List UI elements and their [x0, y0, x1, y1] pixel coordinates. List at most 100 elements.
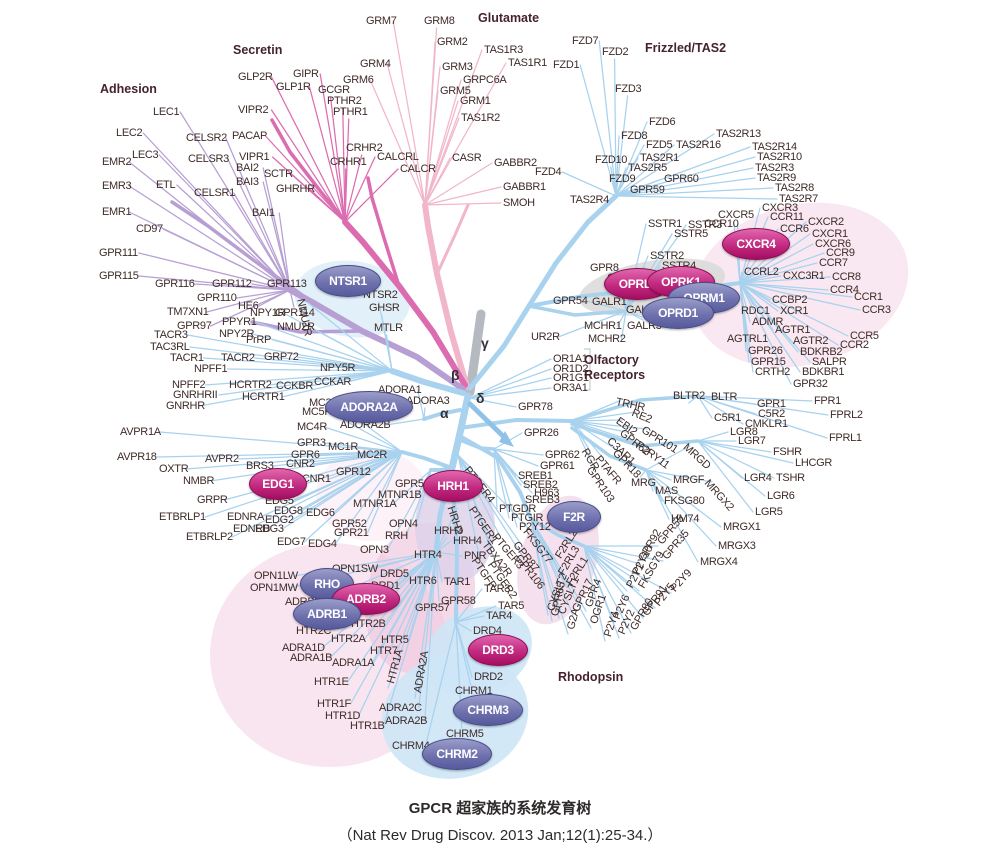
gene-label-nmu2r: NMU2R	[277, 321, 315, 333]
gene-label-adra1d: ADRA1D	[282, 642, 325, 654]
gene-label-bltr: BLTR	[711, 391, 738, 403]
gene-label-casr: CASR	[452, 152, 482, 164]
gene-label-tas2r10: TAS2R10	[757, 151, 802, 163]
gene-label-mtnr1b: MTNR1B	[378, 489, 422, 501]
gene-label-or1g1: OR1G1	[553, 372, 589, 384]
family-label-rhodopsin: Rhodopsin	[558, 670, 624, 684]
gene-label-mc2r: MC2R	[357, 449, 387, 461]
gene-label-gpr12: GPR12	[336, 466, 371, 478]
gene-label-grm2: GRM2	[437, 36, 468, 48]
gene-label-gpr60: GPR60	[664, 173, 699, 185]
gene-label-avpr2: AVPR2	[205, 453, 239, 465]
gene-label-gpr97: GPR97	[177, 320, 212, 332]
gene-label-edg6: EDG6	[306, 507, 335, 519]
gene-label-tas1r2: TAS1R2	[461, 112, 500, 124]
gene-label-oxtr: OXTR	[159, 463, 189, 475]
gene-label-tas2r7: TAS2R7	[779, 193, 818, 205]
receptor-badge-chrm3: CHRM3	[453, 694, 523, 726]
gene-label-gpr58: GPR58	[441, 595, 476, 607]
gene-label-adra1b: ADRA1B	[290, 652, 333, 664]
gene-label-prrp: PrRP	[246, 334, 272, 346]
gene-label-ccr1: CCR1	[854, 291, 883, 303]
gene-label-ur2r: UR2R	[531, 331, 560, 343]
gene-label-adora3: ADORA3	[406, 395, 450, 407]
gene-label-gpr110: GPR110	[197, 292, 237, 304]
gene-label-adora2b: ADORA2B	[340, 419, 391, 431]
gene-label-ghrhr: GHRHR	[276, 183, 315, 195]
gene-label-tacr3: TACR3	[154, 329, 188, 341]
gene-label-opn1lw: OPN1LW	[254, 570, 298, 582]
gene-label-p2y12: P2Y12	[519, 521, 551, 533]
gene-label-edg8: EDG8	[274, 505, 303, 517]
gene-label-lec1: LEC1	[153, 106, 180, 118]
gene-label-opn3: OPN3	[360, 544, 389, 556]
gene-label-fzd2: FZD2	[602, 46, 629, 58]
gene-label-etbrlp1: ETBRLP1	[159, 511, 206, 523]
gene-label-gpr6: GPR6	[291, 449, 320, 461]
gene-label-lgr5: LGR5	[755, 506, 783, 518]
gene-label-cxcr5: CXCR5	[718, 209, 754, 221]
tree-limb	[366, 176, 401, 288]
gene-label-gnrhr: GNRHR	[166, 400, 205, 412]
gene-label-gpr61: GPR61	[540, 460, 575, 472]
gene-label-bai3: BAI3	[236, 176, 259, 188]
gene-label-grm6: GRM6	[343, 74, 374, 86]
receptor-badge-cxcr4: CXCR4	[722, 228, 790, 260]
gene-label-rdc1: RDC1	[741, 305, 770, 317]
gene-label-agtr2: AGTR2	[793, 335, 829, 347]
gene-label-tar5: TAR5	[498, 600, 525, 612]
gene-label-opn1mw: OPN1MW	[250, 582, 298, 594]
gene-label-htr1e: HTR1E	[314, 676, 349, 688]
gene-label-fzd6: FZD6	[649, 116, 676, 128]
tree-limb	[458, 418, 574, 430]
gene-label-gpr114: GPR114	[275, 307, 315, 319]
gene-label-gpr116: GPR116	[155, 278, 195, 290]
gene-label-ccr2: CCR2	[840, 339, 869, 351]
tree-limb	[529, 517, 586, 548]
gene-label-grm1: GRM1	[460, 95, 491, 107]
gene-label-htr2b: HTR2B	[351, 618, 386, 630]
gene-label-npy2r: NPY2R	[219, 328, 255, 340]
gene-label-gpr115: GPR115	[99, 270, 139, 282]
gene-label-or1d2: OR1D2	[553, 363, 589, 375]
tree-limb	[570, 426, 648, 472]
tree-limb	[465, 309, 486, 397]
gene-label-bdkbr1: BDKBR1	[802, 366, 845, 378]
gene-label-mas: MAS	[655, 485, 678, 497]
gene-label-vipr1: VIPR1	[239, 151, 270, 163]
gene-label-mc4r: MC4R	[297, 421, 327, 433]
gene-label-htr1d: HTR1D	[325, 710, 361, 722]
gene-label-galr1: GALR1	[592, 296, 627, 308]
gene-label-mtnr1a: MTNR1A	[353, 498, 397, 510]
gene-label-tas2r14: TAS2R14	[752, 141, 797, 153]
gene-label-celsr1: CELSR1	[194, 187, 235, 199]
gene-label-grm8: GRM8	[424, 15, 455, 27]
gene-label-edg2: EDG2	[265, 514, 294, 526]
gene-label-cxcr3: CXCR3	[762, 202, 798, 214]
gene-label-xcr1: XCR1	[780, 305, 809, 317]
branch-letter: β	[451, 367, 460, 383]
gene-label-admr: ADMR	[752, 316, 784, 328]
receptor-badge-chrm2: CHRM2	[422, 738, 492, 770]
gene-label-gpr111: GPR111	[99, 247, 138, 259]
gene-label-htr5: HTR5	[381, 634, 409, 646]
gene-label-tas1r1: TAS1R1	[508, 57, 547, 69]
gene-label-npy1r: NPY1R	[250, 307, 286, 319]
gene-label-ccr9: CCR9	[826, 247, 855, 259]
gene-label-htr7: HTR7	[370, 645, 398, 657]
gene-label-cxcr1: CXCR1	[812, 228, 848, 240]
gene-label-adra1a: ADRA1A	[332, 657, 375, 669]
gene-label-fprl2: FPRL2	[830, 409, 863, 421]
gene-label-fzd7: FZD7	[572, 35, 599, 47]
branch-letter: α	[440, 405, 449, 421]
gene-label-ccr4: CCR4	[830, 284, 859, 296]
gene-label-adra2b: ADRA2B	[385, 715, 428, 727]
gene-label-lgr7: LGR7	[738, 435, 766, 447]
gene-label-bltr2: BLTR2	[673, 390, 705, 402]
gene-label-opn4: OPN4	[389, 518, 418, 530]
gene-label-cnr2: CNR2	[286, 458, 315, 470]
gene-label-tacr1: TACR1	[170, 352, 204, 364]
gene-label-vipr2: VIPR2	[238, 104, 269, 116]
gene-label-ccbp2: CCBP2	[772, 294, 808, 306]
gene-label-drd4: DRD4	[473, 625, 502, 637]
